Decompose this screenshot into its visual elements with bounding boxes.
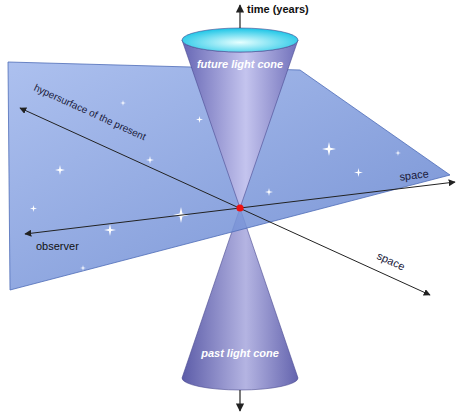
future-cone [182,40,298,208]
observer-dot [236,204,243,211]
observer-label: observer [36,240,79,252]
cone-label: future light cone [197,58,283,70]
axis-label: space [399,167,430,183]
cone-label: past light cone [201,347,279,359]
time-axis [239,390,240,411]
axis-label: time (years) [247,3,309,15]
plane-label: hypersurface of the present [32,82,147,142]
future-cone-top [182,28,298,52]
time-axis [239,5,240,28]
axis-label: space [375,249,407,272]
